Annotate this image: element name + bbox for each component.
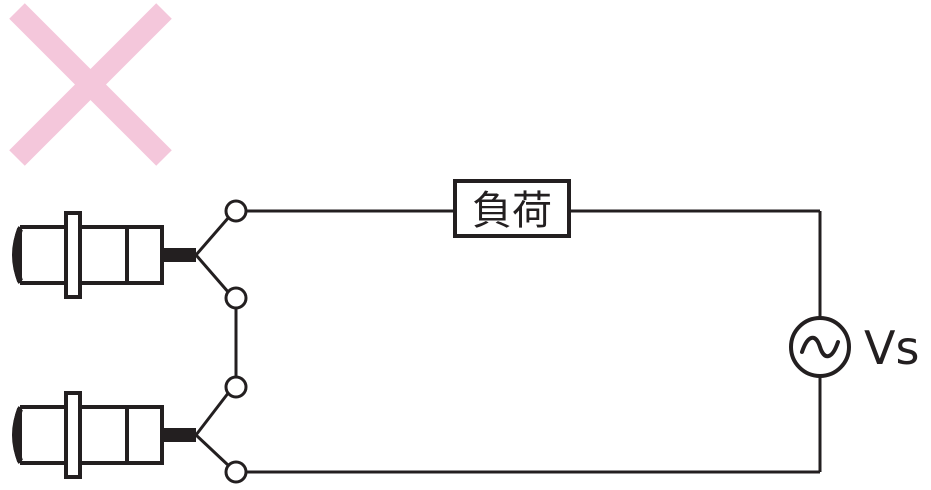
load-label: 負荷 xyxy=(472,188,552,234)
sine-wave-icon xyxy=(800,335,840,359)
terminal-4 xyxy=(224,460,248,484)
sensor-leads xyxy=(194,216,231,468)
terminal-1 xyxy=(224,199,248,223)
circuit-wires xyxy=(234,209,822,474)
ac-source: Vs xyxy=(789,316,919,378)
terminals xyxy=(224,199,248,484)
proximity-sensor-bottom xyxy=(12,391,196,479)
terminal-2 xyxy=(224,286,248,310)
incorrect-mark-icon xyxy=(9,3,172,166)
load-box: 負荷 xyxy=(453,179,571,238)
proximity-sensor-top xyxy=(12,211,196,299)
source-voltage-label: Vs xyxy=(864,321,919,375)
terminal-3 xyxy=(224,375,248,399)
